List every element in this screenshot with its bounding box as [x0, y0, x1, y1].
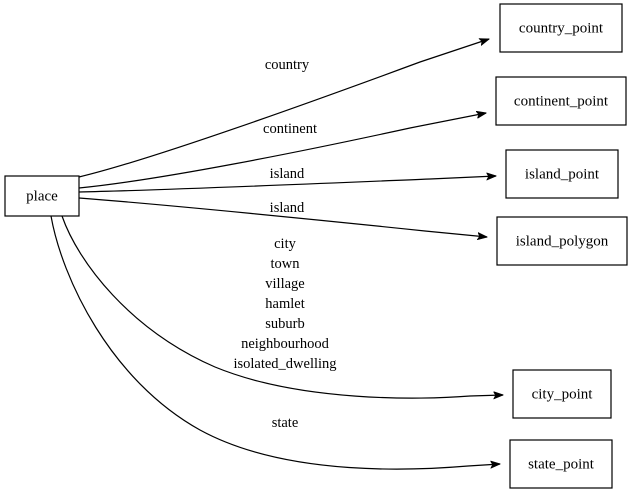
edge-label-city-line-6: neighbourhood: [241, 336, 330, 352]
node-country-point[interactable]: country_point: [499, 3, 623, 53]
edge-label-state: state: [272, 415, 299, 431]
node-state-point[interactable]: state_point: [509, 439, 613, 489]
edge-label-city-line-4: hamlet: [265, 296, 304, 312]
node-country-point-box[interactable]: [499, 3, 623, 53]
edge-country: [78, 39, 489, 178]
node-island-polygon[interactable]: island_polygon: [496, 216, 628, 266]
nodes-layer: place country_point continent_point isla…: [4, 3, 628, 489]
edge-label-city-line-1: city: [274, 236, 296, 252]
node-state-point-label: state_point: [528, 456, 595, 472]
edge-label-city-line-5: suburb: [265, 316, 304, 332]
node-place-label: place: [26, 188, 58, 204]
node-place-box[interactable]: [4, 175, 80, 217]
edge-state-path: [50, 215, 500, 470]
node-continent-point-label: continent_point: [514, 93, 609, 109]
node-state-point-box[interactable]: [509, 439, 613, 489]
node-continent-point[interactable]: continent_point: [495, 76, 627, 126]
edge-labels-layer: country continent island island city tow…: [233, 57, 336, 431]
edge-label-island-point: island: [270, 166, 305, 182]
edge-city-path: [61, 215, 503, 398]
edge-island-polygon: [78, 197, 487, 237]
edge-label-city-line-3: village: [265, 276, 304, 292]
edge-continent-path: [78, 113, 486, 189]
edge-country-path: [78, 39, 489, 178]
edge-label-city: city town village hamlet suburb neighbou…: [233, 236, 336, 372]
node-city-point[interactable]: city_point: [512, 369, 612, 419]
edge-state: [50, 215, 500, 470]
edge-island-polygon-path: [78, 197, 487, 237]
node-place[interactable]: place: [4, 175, 80, 217]
edge-city: [61, 215, 503, 398]
node-country-point-label: country_point: [519, 20, 604, 36]
node-island-point-label: island_point: [525, 166, 600, 182]
node-island-polygon-label: island_polygon: [516, 233, 609, 249]
edge-continent: [78, 113, 486, 189]
edge-label-city-line-7: isolated_dwelling: [233, 356, 336, 372]
node-island-point-box[interactable]: [505, 149, 619, 199]
edge-island-point-path: [78, 176, 496, 193]
node-city-point-box[interactable]: [512, 369, 612, 419]
edges-layer: [50, 39, 503, 470]
node-island-polygon-box[interactable]: [496, 216, 628, 266]
edge-label-island-polygon: island: [270, 200, 305, 216]
edge-label-city-line-2: town: [271, 256, 301, 272]
edge-label-country: country: [265, 57, 310, 73]
node-island-point[interactable]: island_point: [505, 149, 619, 199]
node-continent-point-box[interactable]: [495, 76, 627, 126]
edge-label-continent: continent: [263, 121, 317, 137]
node-city-point-label: city_point: [532, 386, 594, 402]
edge-island-point: [78, 176, 496, 193]
